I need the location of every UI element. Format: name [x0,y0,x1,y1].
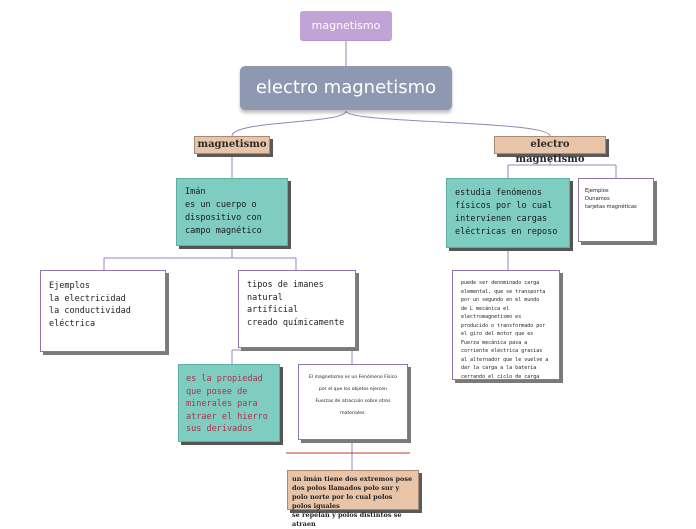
tipos-de-imanes[interactable]: tipos de imanes natural artificial cread… [238,270,356,348]
bottom-note-polos[interactable]: un imán tiene dos extremos pose dos polo… [287,470,419,528]
link-iman-split [103,246,297,270]
electro-detail[interactable]: puede ser denominado carga elemental, qu… [452,270,560,380]
branch-magnetismo[interactable]: magnetismo [194,136,270,154]
fenomeno-fisico[interactable]: El magnetismo es un Fenómeno Físico por … [298,364,408,440]
iman-definition[interactable]: Imán es un cuerpo o dispositivo con camp… [176,178,288,246]
link-title-to-right-branch [345,110,551,137]
propiedad-minerales[interactable]: es la propiedad que posee de minerales p… [178,364,280,442]
electro-definition[interactable]: estudia fenómenos físicos por lo cual in… [446,178,570,248]
link-right-branch-split [507,155,617,178]
header-topic[interactable]: magnetismo [300,11,392,40]
link-title-to-left-branch [231,110,347,137]
branch-electro-magnetismo[interactable]: electro magnetismo [494,136,606,165]
main-title-topic[interactable]: electro magnetismo [240,66,452,110]
electro-examples[interactable]: Ejemplos Dunamos tarjetas magnéticas [578,178,654,242]
examples-left[interactable]: Ejemplos la electricidad la conductivida… [40,270,166,352]
link-tipos-split [231,348,353,364]
